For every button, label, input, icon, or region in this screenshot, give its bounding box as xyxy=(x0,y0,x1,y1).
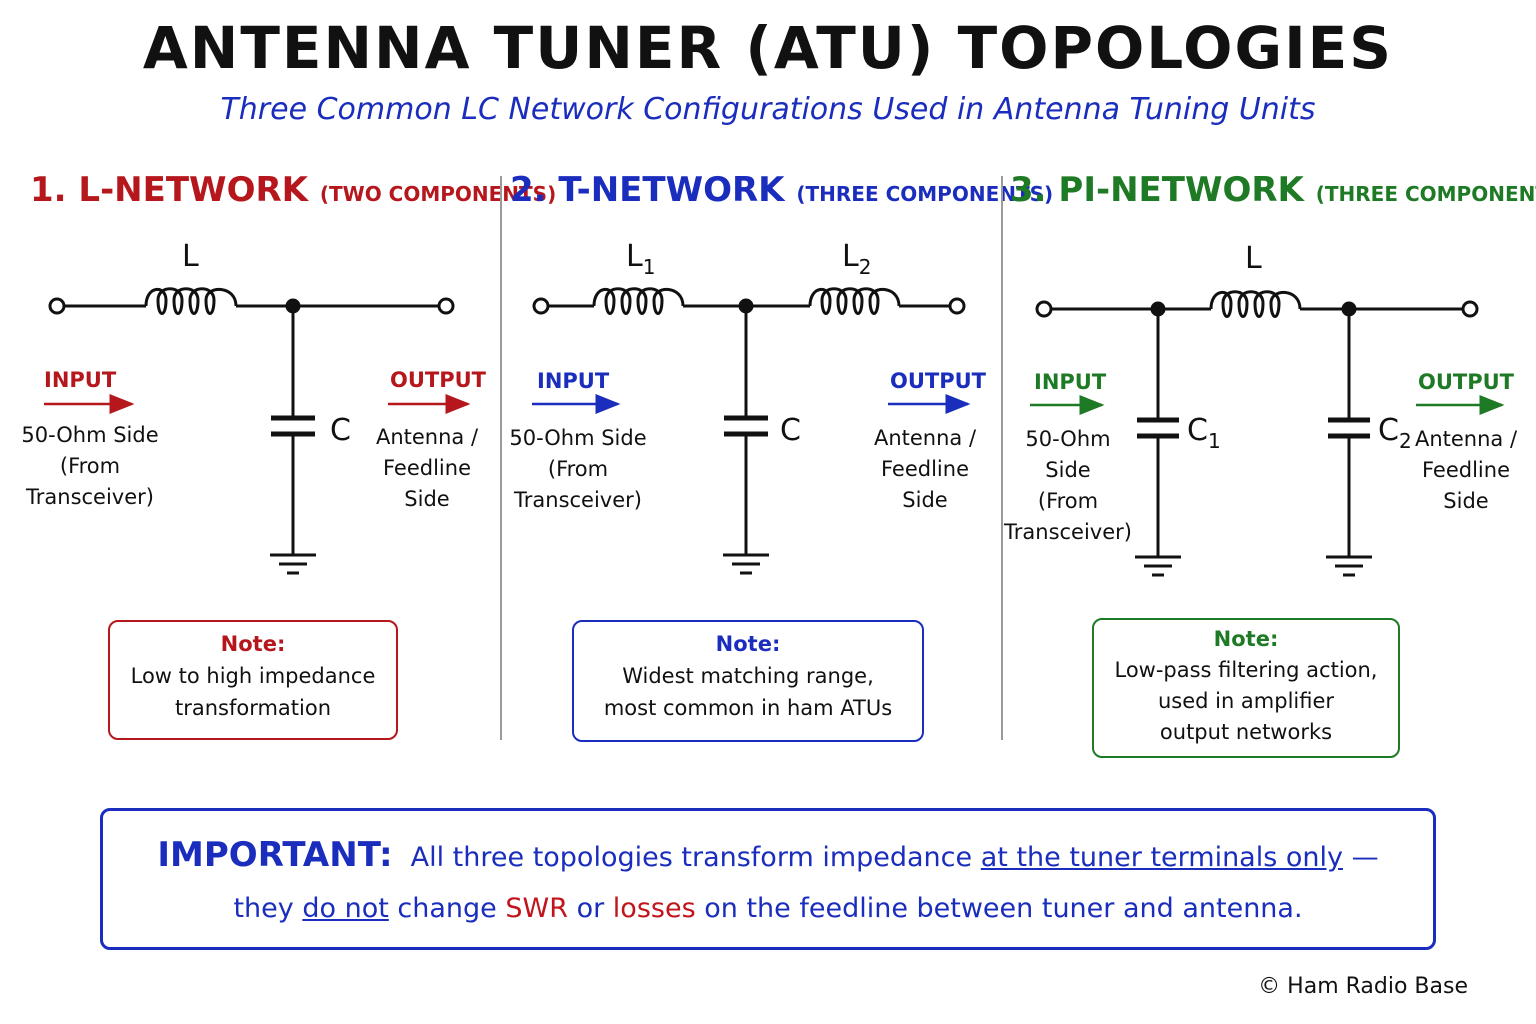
inductor-l xyxy=(1209,290,1302,318)
input-terminal xyxy=(532,297,550,315)
output-terminal xyxy=(437,297,455,315)
l-network-circuit xyxy=(44,287,471,575)
output-label: OUTPUT xyxy=(390,368,486,392)
input-label: INPUT xyxy=(1034,370,1107,394)
output-description: Antenna / Feedline Side xyxy=(375,425,479,511)
important-keyword: IMPORTANT: xyxy=(157,835,393,875)
important-line-1: IMPORTANT: All three topologies transform… xyxy=(103,835,1433,875)
important-line-2: they do not change SWR or losses on the … xyxy=(103,893,1433,924)
inductor-l2 xyxy=(808,287,901,315)
output-description: Antenna / Feedline Side xyxy=(873,426,977,512)
copyright-text: © Ham Radio Base xyxy=(1258,974,1468,999)
important-losses: losses xyxy=(612,893,696,924)
important-text: or xyxy=(576,893,605,924)
important-underlined: at the tuner terminals only xyxy=(980,842,1343,873)
section-divider xyxy=(500,176,502,740)
note-box-pi-network: Note: Low-pass filtering action, used in… xyxy=(1092,618,1400,758)
input-description: 50-Ohm Side (From Transceiver) xyxy=(21,423,159,509)
inductor-label: L xyxy=(182,239,199,274)
capacitor-label: C xyxy=(780,413,801,448)
note-heading: Note: xyxy=(220,632,286,656)
note-body: Low to high impedance transformation xyxy=(130,664,376,720)
section-components: (THREE COMPONENTS) xyxy=(1315,182,1536,206)
inductor-label: L1 xyxy=(626,239,655,279)
section-title-l-network: 1. L-NETWORK (TWO COMPONENTS) xyxy=(30,170,556,210)
input-description: 50-Ohm Side (From Transceiver) xyxy=(509,426,647,512)
output-terminal xyxy=(1461,300,1479,318)
section-title-text: 3. PI-NETWORK xyxy=(1010,170,1304,210)
important-box: IMPORTANT: All three topologies transform… xyxy=(100,808,1436,950)
t-network-circuit xyxy=(532,287,971,575)
note-box-t-network: Note: Widest matching range, most common… xyxy=(572,620,924,742)
capacitor-label: C1 xyxy=(1187,413,1221,453)
pi-network-circuit xyxy=(1030,290,1505,577)
note-body: Low-pass filtering action, used in ampli… xyxy=(1114,658,1378,744)
important-dash: — xyxy=(1351,842,1379,873)
important-text: on the feedline between tuner and antenn… xyxy=(704,893,1303,924)
important-underlined: do not xyxy=(302,893,389,924)
input-description: 50-Ohm Side (From Transceiver) xyxy=(1004,427,1132,544)
output-description: Antenna / Feedline Side xyxy=(1414,427,1518,513)
capacitor-label: C xyxy=(330,413,351,448)
note-heading: Note: xyxy=(715,632,781,656)
inductor-label: L xyxy=(1245,241,1262,276)
important-swr: SWR xyxy=(505,893,568,924)
section-title-t-network: 2. T-NETWORK (THREE COMPONENTS) xyxy=(510,170,1053,210)
output-label: OUTPUT xyxy=(890,369,986,393)
output-terminal xyxy=(948,297,966,315)
inductor-l xyxy=(144,287,238,315)
important-text: All three topologies transform impedance xyxy=(410,842,973,873)
page-title: ANTENNA TUNER (ATU) TOPOLOGIES xyxy=(142,14,1394,82)
note-body: Widest matching range, most common in ha… xyxy=(603,664,893,720)
inductor-l1 xyxy=(592,287,685,315)
input-label: INPUT xyxy=(44,368,117,392)
section-title-text: 2. T-NETWORK xyxy=(510,170,785,210)
section-title-text: 1. L-NETWORK xyxy=(30,170,308,210)
page-subtitle: Three Common LC Network Configurations U… xyxy=(220,92,1316,127)
section-components: (TWO COMPONENTS) xyxy=(319,182,557,206)
input-label: INPUT xyxy=(537,369,610,393)
output-label: OUTPUT xyxy=(1418,370,1514,394)
input-terminal xyxy=(48,297,66,315)
section-components: (THREE COMPONENTS) xyxy=(796,182,1054,206)
important-text: change xyxy=(397,893,497,924)
note-box-l-network: Note: Low to high impedance transformati… xyxy=(108,620,398,740)
section-title-pi-network: 3. PI-NETWORK (THREE COMPONENTS) xyxy=(1010,170,1536,210)
section-divider xyxy=(1001,176,1003,740)
inductor-label: L2 xyxy=(842,239,871,279)
important-text: they xyxy=(233,893,294,924)
capacitor-label: C2 xyxy=(1378,413,1412,453)
input-terminal xyxy=(1035,300,1053,318)
note-heading: Note: xyxy=(1213,627,1279,651)
